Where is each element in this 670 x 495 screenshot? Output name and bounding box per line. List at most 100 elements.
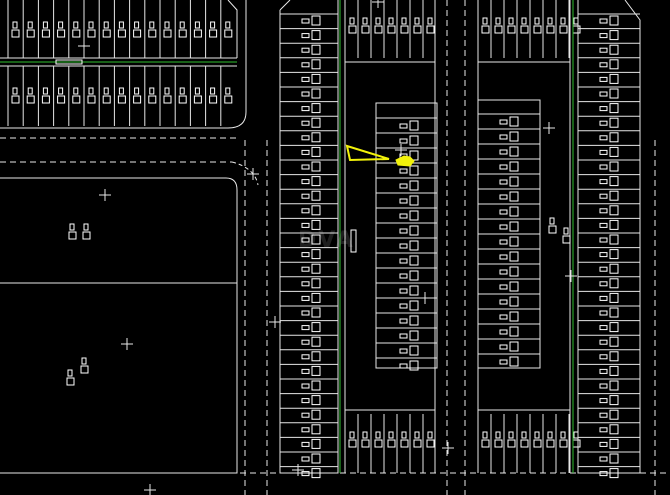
lot-area-label	[409, 225, 419, 236]
lot-number-label	[301, 456, 310, 462]
lot-area-label	[509, 251, 519, 262]
lot-area-label	[80, 365, 89, 374]
lot-area-label	[311, 438, 321, 449]
lot-number-label	[301, 325, 310, 331]
lot-number-label	[599, 427, 608, 433]
lot-area-label	[409, 165, 419, 176]
lot-area-label	[409, 150, 419, 161]
lot-number-label	[499, 134, 508, 140]
lot-area-label	[311, 351, 321, 362]
lot-number-label	[399, 363, 408, 369]
lot-area-label	[311, 132, 321, 143]
lot-area-label	[509, 236, 519, 247]
lot-number-label	[301, 18, 310, 24]
lot-area-label	[609, 190, 619, 201]
lot-number-label	[599, 281, 608, 287]
lot-number-label	[42, 21, 48, 29]
lot-number-label	[164, 21, 170, 29]
lot-number-label	[301, 412, 310, 418]
lot-number-label	[27, 87, 33, 95]
lot-area-label	[609, 161, 619, 172]
lot-area-label	[311, 307, 321, 318]
lot-number-label	[399, 243, 408, 249]
block-boundary	[577, 0, 641, 474]
lot-number-label	[301, 441, 310, 447]
lot-number-label	[69, 223, 75, 231]
lot-area-label	[102, 95, 111, 104]
lot-area-label	[41, 29, 50, 38]
lot-number-label	[81, 357, 87, 365]
lot-area-label	[311, 365, 321, 376]
lot-area-label	[133, 95, 142, 104]
lot-number-label	[388, 17, 394, 25]
lot-number-label	[362, 431, 368, 439]
lot-number-label	[149, 87, 155, 95]
lot-number-label	[301, 33, 310, 39]
lot-area-label	[609, 278, 619, 289]
lot-number-label	[427, 431, 433, 439]
lot-area-label	[409, 315, 419, 326]
lot-area-label	[609, 453, 619, 464]
lot-area-label	[509, 326, 519, 337]
lot-area-label	[209, 29, 218, 38]
lot-number-label	[499, 299, 508, 305]
lot-number-label	[134, 21, 140, 29]
lot-number-label	[27, 21, 33, 29]
lot-area-label	[533, 439, 542, 448]
lot-number-label	[399, 123, 408, 129]
lot-area-label	[409, 210, 419, 221]
lot-area-label	[609, 88, 619, 99]
lot-area-label	[609, 424, 619, 435]
lot-number-label	[388, 431, 394, 439]
lot-number-label	[301, 222, 310, 228]
lot-number-label	[599, 310, 608, 316]
lot-area-label	[209, 95, 218, 104]
lot-number-label	[399, 198, 408, 204]
lot-area-label	[509, 131, 519, 142]
lot-area-label	[163, 95, 172, 104]
lot-area-label	[609, 322, 619, 333]
lot-area-label	[311, 424, 321, 435]
lot-number-label	[164, 87, 170, 95]
lot-area-label	[609, 44, 619, 55]
lot-number-label	[599, 62, 608, 68]
lot-number-label	[521, 17, 527, 25]
lot-area-label	[520, 25, 529, 34]
lot-number-label	[58, 21, 64, 29]
lot-area-label	[311, 88, 321, 99]
lot-area-label	[409, 195, 419, 206]
lot-number-label	[301, 354, 310, 360]
lot-area-label	[311, 59, 321, 70]
lot-area-label	[409, 285, 419, 296]
lot-number-label	[482, 17, 488, 25]
lot-area-label	[609, 176, 619, 187]
lot-area-label	[148, 29, 157, 38]
lot-area-label	[87, 95, 96, 104]
lot-number-label	[499, 179, 508, 185]
lot-number-label	[179, 21, 185, 29]
lot-area-label	[481, 439, 490, 448]
lot-number-label	[399, 288, 408, 294]
lot-number-label	[499, 314, 508, 320]
lot-area-label	[609, 292, 619, 303]
lot-number-label	[560, 17, 566, 25]
lot-area-label	[609, 395, 619, 406]
lot-number-label	[599, 33, 608, 39]
lot-number-label	[103, 87, 109, 95]
lot-number-label	[549, 217, 555, 225]
lot-number-label	[599, 354, 608, 360]
lot-number-label	[118, 21, 124, 29]
lot-area-label	[311, 234, 321, 245]
lot-number-label	[301, 91, 310, 97]
lot-number-label	[399, 228, 408, 234]
lot-number-label	[599, 441, 608, 447]
lot-number-label	[508, 431, 514, 439]
lot-number-label	[499, 209, 508, 215]
lot-number-label	[399, 318, 408, 324]
lot-number-label	[599, 76, 608, 82]
lot-area-label	[481, 25, 490, 34]
lot-area-label	[311, 30, 321, 41]
lot-number-label	[599, 18, 608, 24]
lot-area-label	[409, 120, 419, 131]
